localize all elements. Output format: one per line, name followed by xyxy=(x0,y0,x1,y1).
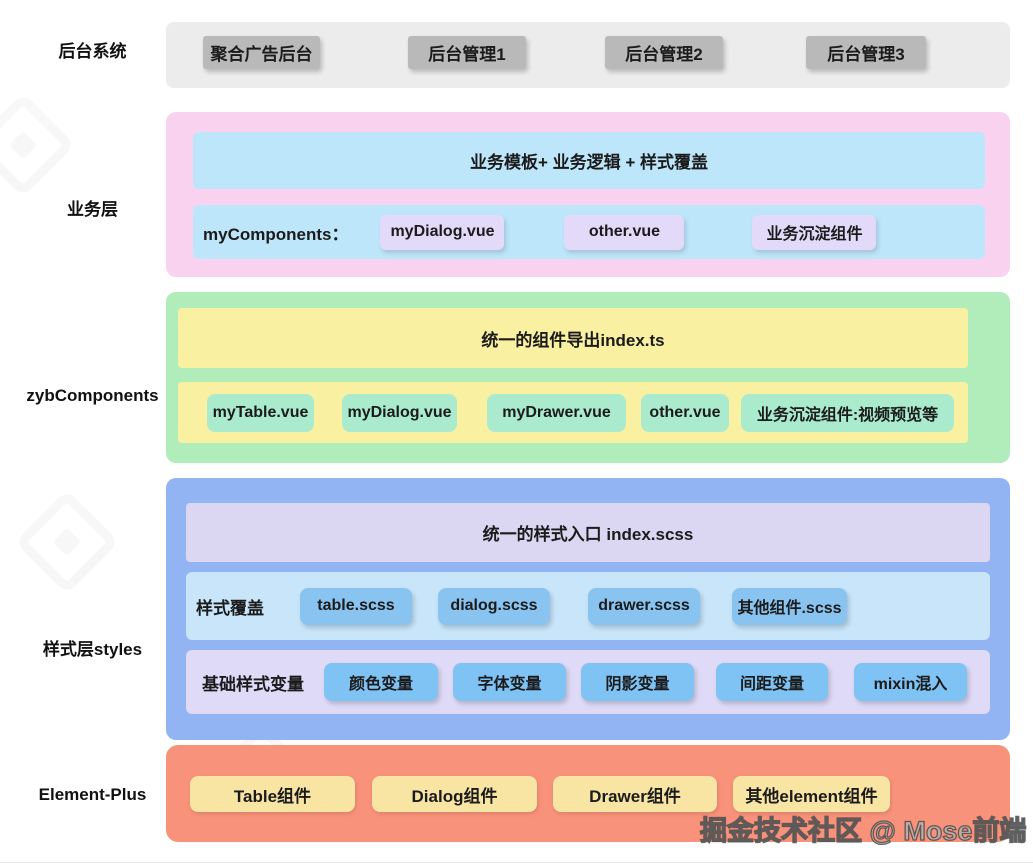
backend-system-node: 后台管理3 xyxy=(806,36,926,69)
element-component-node: Drawer组件 xyxy=(553,776,717,812)
element-component-node: 其他element组件 xyxy=(733,776,890,812)
layer-label-zybcomponents: zybComponents xyxy=(26,386,159,405)
business-logic-box: 业务模板+ 业务逻辑 + 样式覆盖 xyxy=(193,132,985,189)
style-variable-node: 阴影变量 xyxy=(581,663,694,701)
backend-system-node: 后台管理2 xyxy=(605,36,723,69)
watermark-logo xyxy=(0,92,76,198)
element-component-node: Dialog组件 xyxy=(372,776,537,812)
scss-file-node: dialog.scss xyxy=(438,587,550,625)
components-export-box: 统一的组件导出index.ts xyxy=(178,308,968,368)
styles-entry-box: 统一的样式入口 index.scss xyxy=(186,503,990,562)
backend-system-node: 后台管理1 xyxy=(408,36,526,69)
credit-watermark: 掘金技术社区 @ Mose前端 xyxy=(699,815,1027,846)
layer-label-styles: 样式层styles xyxy=(42,640,143,659)
base-style-variables-label: 基础样式变量 xyxy=(202,674,304,694)
business-component-node: myDialog.vue xyxy=(380,214,505,250)
watermark-logo xyxy=(14,489,120,595)
zyb-component-node: myDialog.vue xyxy=(342,393,457,432)
business-component-node: other.vue xyxy=(564,214,685,250)
backend-layer-container: 聚合广告后台 后台管理1 后台管理2 后台管理3 xyxy=(166,22,1010,88)
style-override-label: 样式覆盖 xyxy=(196,598,264,618)
style-variable-node: 字体变量 xyxy=(453,663,566,701)
layer-label-backend: 后台系统 xyxy=(58,42,127,61)
zyb-component-node: 业务沉淀组件:视频预览等 xyxy=(741,393,954,432)
scss-file-node: drawer.scss xyxy=(588,587,700,625)
layer-label-element-plus: Element-Plus xyxy=(38,785,147,804)
scss-file-node: 其他组件.scss xyxy=(732,587,847,625)
zyb-component-node: myTable.vue xyxy=(207,393,314,432)
business-layer-container: 业务模板+ 业务逻辑 + 样式覆盖 myComponents： myDialog… xyxy=(166,112,1010,277)
zybcomponents-layer-container: 统一的组件导出index.ts myTable.vue myDialog.vue… xyxy=(166,292,1010,463)
components-list-box: myTable.vue myDialog.vue myDrawer.vue ot… xyxy=(178,382,968,443)
mycomponents-label: myComponents： xyxy=(203,224,349,244)
styles-layer-container: 统一的样式入口 index.scss 样式覆盖 table.scss dialo… xyxy=(166,478,1010,740)
styles-variables-box: 基础样式变量 颜色变量 字体变量 阴影变量 间距变量 mixin混入 xyxy=(186,650,990,714)
business-component-node: 业务沉淀组件 xyxy=(752,214,877,250)
style-variable-node: mixin混入 xyxy=(854,663,967,701)
bottom-divider xyxy=(0,862,1033,863)
zyb-component-node: myDrawer.vue xyxy=(487,393,626,432)
styles-override-box: 样式覆盖 table.scss dialog.scss drawer.scss … xyxy=(186,572,990,640)
business-components-box: myComponents： myDialog.vue other.vue 业务沉… xyxy=(193,205,985,259)
zyb-component-node: other.vue xyxy=(641,393,729,432)
backend-system-node: 聚合广告后台 xyxy=(203,36,320,69)
element-component-node: Table组件 xyxy=(190,776,355,812)
layer-label-business: 业务层 xyxy=(67,200,118,219)
element-plus-layer-container: Table组件 Dialog组件 Drawer组件 其他element组件 xyxy=(166,745,1010,842)
style-variable-node: 间距变量 xyxy=(716,663,828,701)
style-variable-node: 颜色变量 xyxy=(324,663,438,701)
scss-file-node: table.scss xyxy=(300,587,412,625)
